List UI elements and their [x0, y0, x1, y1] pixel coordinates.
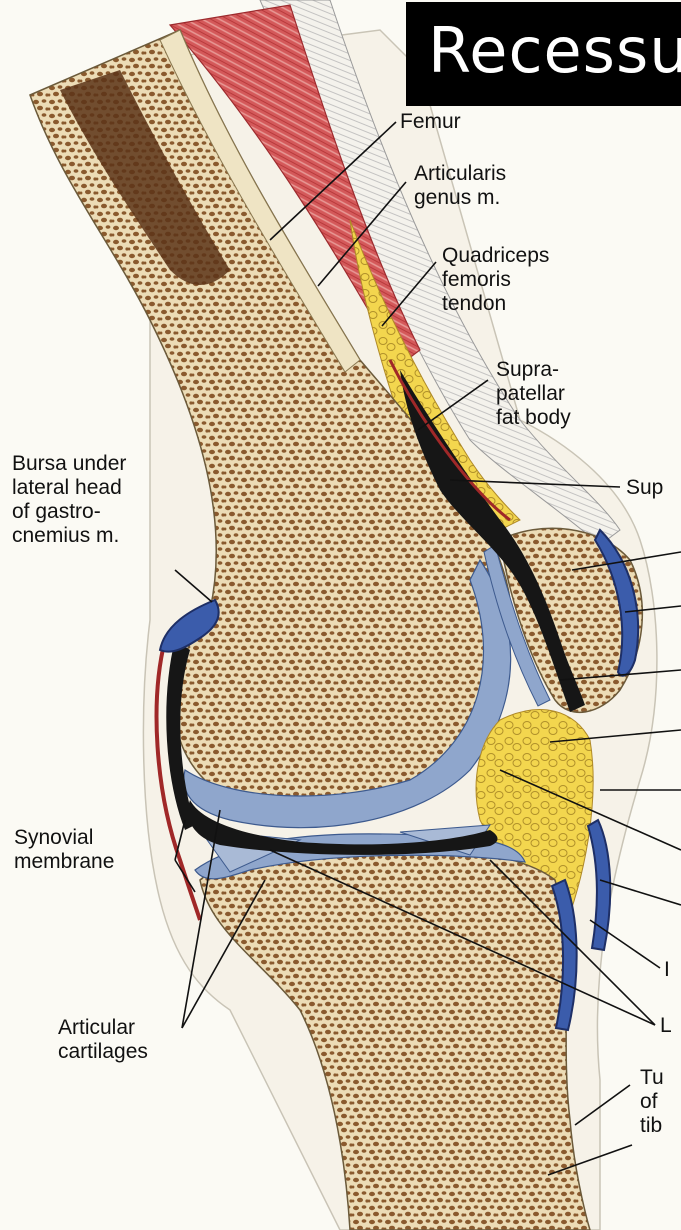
- label-cut-l: L: [660, 1014, 672, 1038]
- label-articular-cartilages: Articular cartilages: [58, 1016, 148, 1064]
- title-banner: Recessu: [406, 2, 681, 106]
- label-femur: Femur: [400, 110, 461, 134]
- label-cut-i: I: [664, 958, 670, 982]
- label-quadriceps-tendon: Quadriceps femoris tendon: [442, 244, 549, 316]
- label-synovial-membrane: Synovial membrane: [14, 826, 114, 874]
- label-tibial-tuberosity: Tu of tib: [640, 1066, 664, 1138]
- label-suprapatellar-fat-body: Supra- patellar fat body: [496, 358, 571, 430]
- label-articularis-genus: Articularis genus m.: [414, 162, 506, 210]
- slide-title: Recessu: [428, 16, 681, 86]
- label-suprapatellar-cut: Sup: [626, 476, 663, 500]
- label-gastrocnemius-bursa: Bursa under lateral head of gastro- cnem…: [12, 452, 126, 548]
